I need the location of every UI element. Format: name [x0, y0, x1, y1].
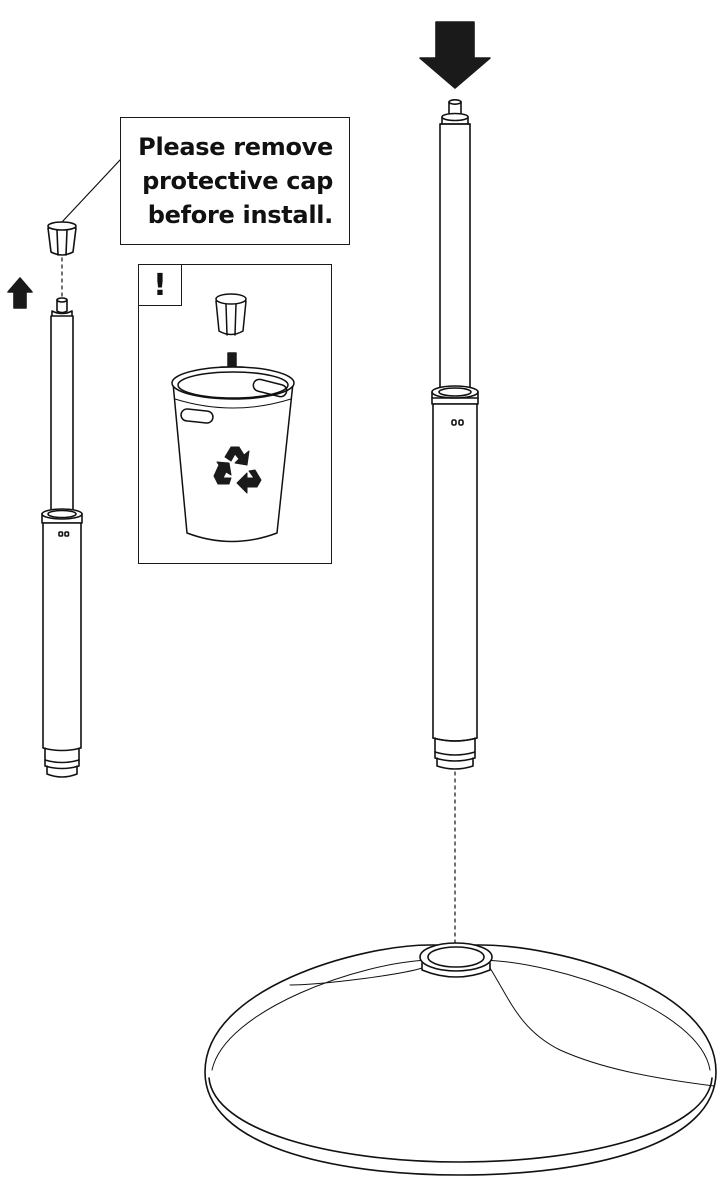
leader-line — [61, 159, 121, 223]
insert-down-arrow-icon — [419, 21, 491, 89]
lift-up-arrow-icon — [7, 277, 33, 309]
right-pole — [431, 99, 479, 770]
left-protective-cap-icon — [47, 221, 77, 256]
warning-mark: ! — [138, 264, 182, 306]
note-line-3: before install. — [147, 201, 334, 229]
discard-warning-box: ! — [138, 264, 332, 564]
recycle-icon — [213, 446, 262, 494]
round-base — [204, 942, 717, 1176]
note-line-1: Please remove — [138, 133, 333, 161]
install-note-box: Please remove protective cap before inst… — [120, 117, 350, 245]
trash-bin-icon — [171, 366, 295, 543]
left-pole — [41, 297, 83, 778]
discard-illustration — [171, 293, 295, 543]
discarded-protective-cap-icon — [215, 293, 247, 336]
note-line-2: protective cap — [142, 167, 333, 195]
